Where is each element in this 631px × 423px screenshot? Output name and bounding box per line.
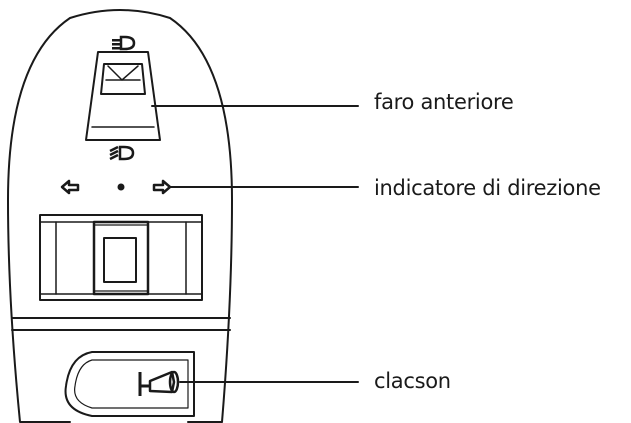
high-beam-icon (112, 35, 136, 51)
label-turn-indicator: indicatore di direzione (374, 176, 601, 200)
turn-center-dot (117, 183, 125, 191)
turn-indicator-switch[interactable] (39, 214, 203, 301)
label-horn: clacson (374, 369, 451, 393)
left-arrow-icon (60, 179, 80, 195)
label-headlight: faro anteriore (374, 90, 514, 114)
turn-indicator-slider[interactable] (92, 220, 150, 296)
horn-icon (138, 370, 180, 396)
headlight-switch[interactable] (85, 51, 161, 141)
switch-housing-outline (7, 9, 233, 423)
right-arrow-icon (152, 179, 172, 195)
low-beam-icon (109, 145, 135, 161)
horn-button[interactable] (64, 351, 195, 417)
